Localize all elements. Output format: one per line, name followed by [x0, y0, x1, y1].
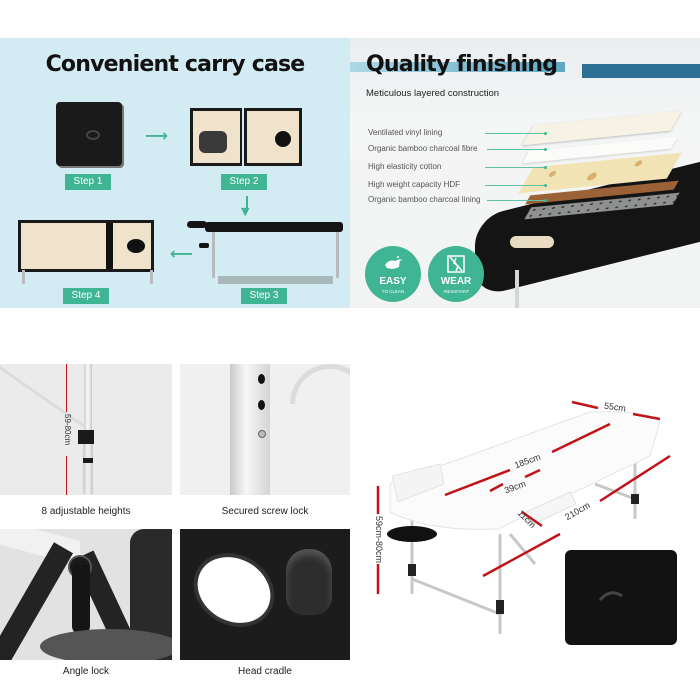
arrow-left-icon: ⟵ — [170, 244, 193, 263]
step-2-badge: Step 2 — [221, 174, 267, 190]
layer-label: Organic bamboo charcoal lining — [368, 195, 481, 204]
adjustable-heights-image: 59-80cm — [0, 364, 172, 495]
arrow-down-line — [246, 196, 248, 212]
head-rest-image — [187, 221, 207, 228]
carry-bag-image — [565, 550, 677, 645]
step-1-badge: Step 1 — [65, 174, 111, 190]
layer-label: High weight capacity HDF — [368, 180, 461, 189]
arrow-right-icon: ⟶ — [145, 126, 168, 145]
quality-subtitle: Meticulous layered construction — [366, 88, 500, 99]
step-3-badge: Step 3 — [241, 288, 287, 304]
quality-title: Quality finishing — [366, 52, 558, 77]
crack-icon — [447, 255, 465, 273]
height-label: 59cm-80cm — [374, 516, 384, 564]
open-case-left-image — [190, 108, 242, 166]
height-range-label: 59-80cm — [63, 414, 72, 446]
arrow-down-icon: ▼ — [241, 205, 250, 218]
unfolded-table-image — [18, 220, 154, 272]
closed-case-image — [56, 102, 122, 166]
caption-adjustable-heights: 8 adjustable heights — [41, 506, 131, 517]
open-case-right-image — [244, 108, 302, 166]
screw-lock-image — [180, 364, 350, 495]
step-4-badge: Step 4 — [63, 288, 109, 304]
carry-case-panel: Convenient carry case Step 1 ⟶ Step 2 ▼ … — [0, 38, 350, 308]
caption-head-cradle: Head cradle — [238, 666, 292, 677]
table-handle-image — [510, 236, 554, 248]
layer-label: High elasticity cotton — [368, 162, 442, 171]
wear-resistant-badge: WEAR -RESISTANT — [428, 246, 484, 302]
dimensions-panel: 55cm 185cm 39cm 11cm 210cm 59cm-80cm — [350, 364, 700, 690]
caption-angle-lock: Angle lock — [62, 666, 110, 677]
carry-case-title: Convenient carry case — [45, 52, 306, 77]
easy-clean-badge: EASY TO CLEAN — [365, 246, 421, 302]
hand-wipe-icon — [385, 256, 402, 269]
caption-screw-lock: Secured screw lock — [221, 506, 309, 517]
angle-lock-image — [0, 529, 172, 660]
head-cradle-image — [180, 529, 350, 660]
layer-label: Ventilated vinyl lining — [368, 128, 443, 137]
dimension-diagram — [376, 400, 677, 645]
table-top-image — [205, 222, 343, 232]
quality-panel: Quality finishing Meticulous layered con… — [350, 38, 700, 308]
layer-label: Organic bamboo charcoal fibre — [368, 144, 478, 153]
